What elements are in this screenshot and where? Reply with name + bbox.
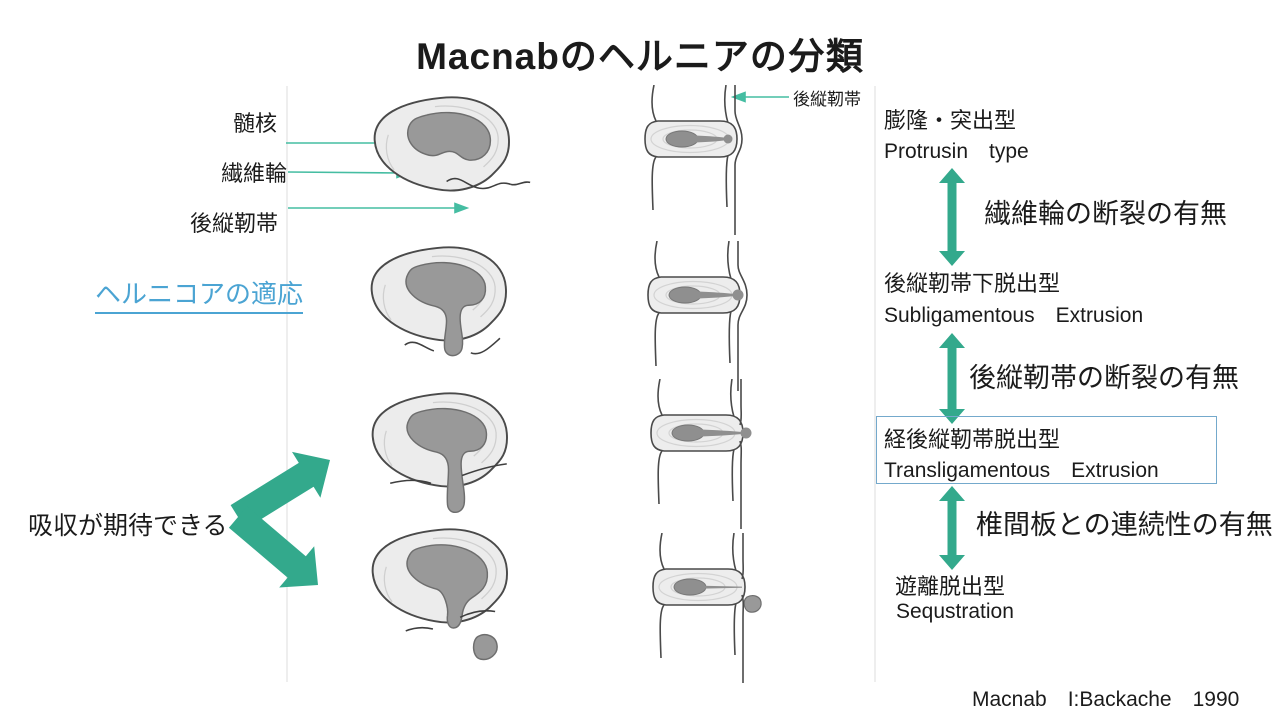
type-protrusion-jp: 膨隆・突出型 bbox=[884, 108, 1017, 133]
type-sequestration-jp: 遊離脱出型 bbox=[895, 574, 1006, 599]
axial-disc-subligamentous-diagram bbox=[370, 246, 507, 357]
pll-line-upper bbox=[739, 379, 743, 426]
nucleus-extrusion-shape bbox=[405, 261, 487, 357]
nucleus-shape bbox=[407, 111, 492, 161]
criteria-arrow-1 bbox=[939, 168, 965, 266]
pll-line-lower bbox=[739, 440, 743, 529]
pll-line bbox=[737, 241, 748, 391]
axial-disc-sequestration-diagram bbox=[371, 528, 508, 661]
sequestered-fragment bbox=[743, 595, 762, 613]
type-protrusion-en: Protrusin type bbox=[884, 140, 1029, 163]
pll-line-lower bbox=[741, 594, 745, 683]
criteria-arrow-2 bbox=[939, 333, 965, 424]
nucleus-through-pll bbox=[740, 427, 752, 439]
transligamentous-highlight-box bbox=[876, 416, 1217, 484]
label-pll: 後縦靭帯 bbox=[190, 211, 279, 236]
pll-line bbox=[734, 85, 743, 235]
pll-broken-left bbox=[405, 626, 434, 632]
criterion-pll-tear: 後縦靭帯の断裂の有無 bbox=[969, 363, 1239, 393]
sagittal-transligamentous-diagram bbox=[650, 379, 752, 529]
type-subligamentous-en: Subligamentous Extrusion bbox=[884, 304, 1144, 327]
sagittal-sequestration-diagram bbox=[652, 533, 762, 683]
nucleus-bulge bbox=[732, 289, 744, 301]
type-sequestration-en: Sequstration bbox=[896, 600, 1014, 623]
criterion-annulus-tear: 繊維輪の断裂の有無 bbox=[984, 199, 1227, 229]
sequestered-fragment bbox=[472, 633, 498, 661]
pll-broken-left bbox=[390, 479, 432, 485]
label-pll-top: 後縦靭帯 bbox=[793, 90, 861, 109]
nucleus-bulge bbox=[723, 134, 733, 144]
pll-wavy-left bbox=[404, 341, 435, 352]
type-transligamentous-en: Transligamentous Extrusion bbox=[884, 459, 1159, 482]
nucleus-extrusion-shape bbox=[406, 407, 488, 514]
pll-broken-right bbox=[459, 610, 496, 619]
absorption-note: 吸収が期待できる bbox=[28, 512, 228, 540]
label-nucleus: 髄核 bbox=[233, 111, 278, 136]
absorption-double-arrow bbox=[228, 451, 330, 588]
pll-broken-right bbox=[461, 463, 507, 477]
axial-disc-transligamentous-diagram bbox=[371, 392, 508, 514]
herniacore-indication-link[interactable]: ヘルニコアの適応 bbox=[95, 274, 304, 314]
criterion-disc-continuity: 椎間板との連続性の有無 bbox=[976, 510, 1273, 540]
page-title: Macnabのヘルニアの分類 bbox=[416, 36, 864, 77]
sagittal-subligamentous-diagram bbox=[647, 241, 748, 391]
citation: Macnab I:Backache 1990 bbox=[972, 688, 1240, 711]
type-transligamentous-jp: 経後縦靭帯脱出型 bbox=[884, 427, 1061, 452]
label-annulus: 繊維輪 bbox=[221, 161, 288, 186]
nucleus-extrusion-shape bbox=[406, 544, 489, 629]
axial-disc-protrusion-diagram bbox=[373, 96, 531, 192]
sagittal-protrusion-diagram bbox=[644, 85, 743, 235]
pll-wavy-right bbox=[470, 337, 501, 355]
type-subligamentous-jp: 後縦靭帯下脱出型 bbox=[884, 271, 1061, 296]
criteria-arrow-3 bbox=[939, 486, 965, 570]
pll-wavy-line bbox=[446, 177, 511, 190]
pll-line-upper bbox=[741, 533, 745, 580]
